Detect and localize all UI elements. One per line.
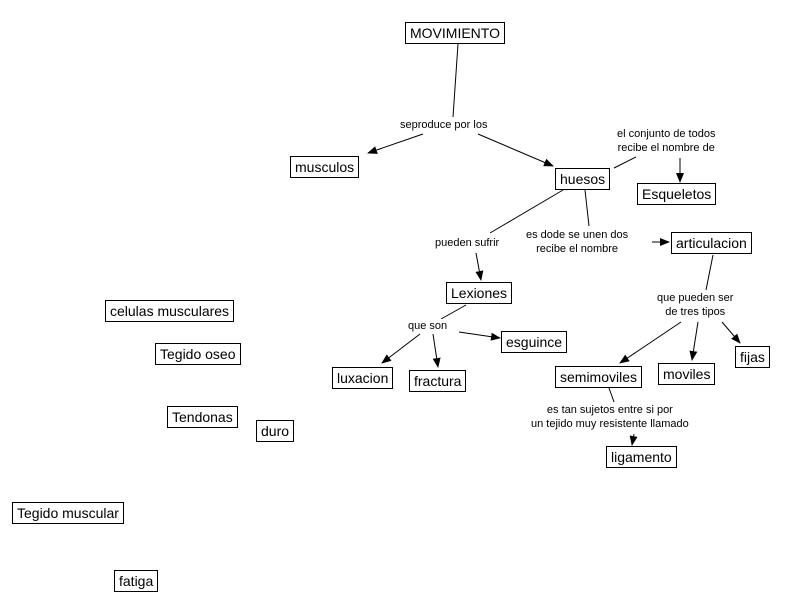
concept-esqueletos[interactable]: Esqueletos xyxy=(637,183,717,205)
concept-celulas-musculares[interactable]: celulas musculares xyxy=(105,300,235,322)
connector-line xyxy=(608,387,615,403)
connector-line xyxy=(613,156,637,169)
concept-fijas[interactable]: fijas xyxy=(735,346,770,368)
link-text: recibe el nombre xyxy=(536,243,619,255)
link-text: es dode se unen dos xyxy=(526,229,629,241)
arrow-to-esguince xyxy=(458,331,501,341)
connector-line xyxy=(489,189,564,234)
connector-line xyxy=(584,189,590,227)
link-que-son[interactable]: que son xyxy=(408,319,448,333)
link-text: un tejido muy resistente llamado xyxy=(531,418,689,430)
link-text: de tres tipos xyxy=(665,306,726,318)
concept-huesos[interactable]: huesos xyxy=(555,168,611,190)
link-text: recibe el nombre de xyxy=(617,142,715,154)
concept-duro[interactable]: duro xyxy=(256,420,295,442)
concept-articulacion[interactable]: articulacion xyxy=(671,232,752,254)
concept-musculos[interactable]: musculos xyxy=(290,156,360,178)
arrow-to-lexiones xyxy=(475,252,484,281)
link-tres-tipos[interactable]: que pueden ser de tres tipos xyxy=(657,291,734,319)
concept-fatiga[interactable]: fatiga xyxy=(114,570,159,592)
concept-semimoviles[interactable]: semimoviles xyxy=(555,366,643,388)
concept-tendonas[interactable]: Tendonas xyxy=(167,406,238,428)
concept-tegido-oseo[interactable]: Tegido oseo xyxy=(155,343,241,365)
arrow-to-semimoviles xyxy=(619,321,682,364)
link-text: que son xyxy=(408,320,448,332)
concept-moviles[interactable]: moviles xyxy=(658,363,716,385)
arrow-to-ligamento xyxy=(629,433,638,446)
link-conjunto[interactable]: el conjunto de todos recibe el nombre de xyxy=(617,127,716,155)
concept-ligamento[interactable]: ligamento xyxy=(606,446,677,468)
link-text: el conjunto de todos xyxy=(617,128,716,140)
link-pueden-sufrir[interactable]: pueden sufrir xyxy=(435,236,500,250)
link-text: seproduce por los xyxy=(400,119,488,131)
link-sujetos[interactable]: es tan sujetos entre si por un tejido mu… xyxy=(531,403,689,431)
arrow-to-huesos xyxy=(477,133,554,167)
arrow-to-musculos xyxy=(367,133,424,154)
link-seproduce[interactable]: seproduce por los xyxy=(400,118,488,132)
link-dode[interactable]: es dode se unen dos recibe el nombre xyxy=(526,228,629,256)
connector-line xyxy=(705,254,714,291)
connector-line xyxy=(452,43,459,118)
concept-movimiento[interactable]: MOVIMIENTO xyxy=(405,22,505,44)
link-text: que pueden ser xyxy=(657,292,734,304)
link-text: pueden sufrir xyxy=(435,237,500,249)
arrow-to-fijas xyxy=(721,321,741,344)
concept-luxacion[interactable]: luxacion xyxy=(332,367,394,389)
concept-lexiones[interactable]: Lexiones xyxy=(446,282,513,304)
arrow-to-fractura xyxy=(432,333,441,368)
arrow-to-luxacion xyxy=(381,333,421,364)
link-text: es tan sujetos entre si por xyxy=(546,404,673,416)
arrow-to-moviles xyxy=(689,321,699,361)
concept-esguince[interactable]: esguince xyxy=(501,331,568,353)
concept-fractura[interactable]: fractura xyxy=(409,370,467,392)
connector-line xyxy=(440,304,467,320)
concept-tegido-muscular[interactable]: Tegido muscular xyxy=(12,502,124,524)
